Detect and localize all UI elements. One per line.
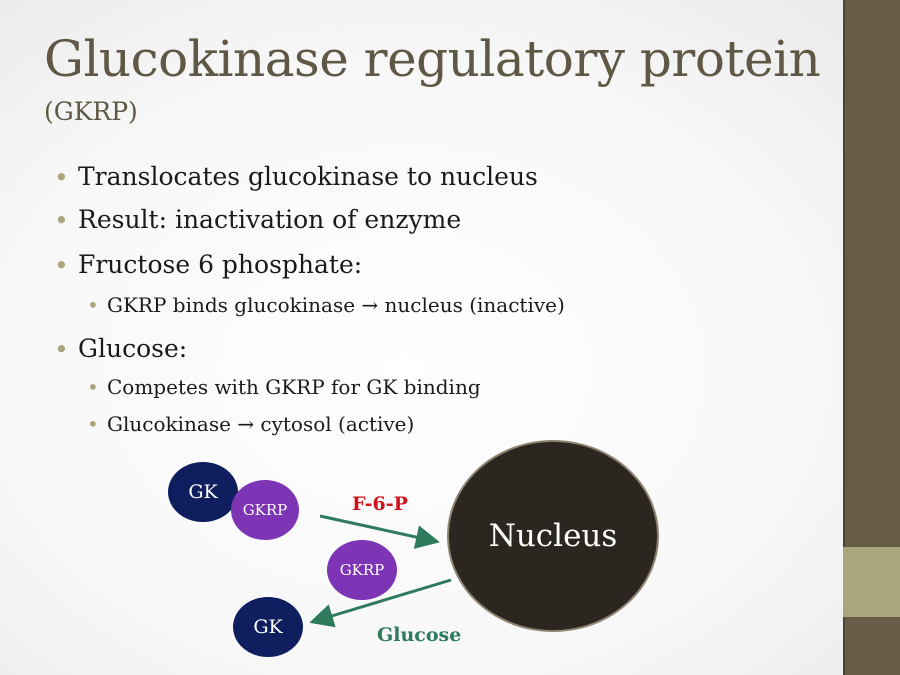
arrow-to-cytosol <box>309 578 452 628</box>
gkrp-molecule: GKRP <box>231 480 299 540</box>
f6p-label: F-6-P <box>352 493 408 515</box>
glucose-label: Glucose <box>377 624 462 646</box>
bullet: Result: inactivation of enzyme <box>78 205 462 234</box>
bullet: Translocates glucokinase to nucleus <box>78 162 538 191</box>
bullet: Fructose 6 phosphate: <box>78 250 363 279</box>
nucleus: Nucleus <box>447 440 659 632</box>
sub-bullet-icon: • <box>87 375 99 399</box>
gk-molecule-free: GK <box>233 597 303 657</box>
bullet-icon: • <box>54 206 69 235</box>
sub-bullet: Glucokinase → cytosol (active) <box>107 412 415 436</box>
arrow-to-nucleus <box>319 514 440 549</box>
sub-bullet-icon: • <box>87 293 99 317</box>
bullet: Glucose: <box>78 334 188 363</box>
bullet-icon: • <box>54 335 69 364</box>
sub-bullet: GKRP binds glucokinase → nucleus (inacti… <box>107 293 565 317</box>
bullet-icon: • <box>54 251 69 280</box>
gkrp-molecule-free: GKRP <box>327 540 397 600</box>
slide-sidebar-band <box>843 547 900 617</box>
bullet-icon: • <box>54 163 69 192</box>
slide-title: Glucokinase regulatory protein <box>44 30 821 88</box>
slide-subtitle: (GKRP) <box>44 97 138 126</box>
sub-bullet: Competes with GKRP for GK binding <box>107 375 481 399</box>
gk-molecule: GK <box>168 462 238 522</box>
sub-bullet-icon: • <box>87 412 99 436</box>
